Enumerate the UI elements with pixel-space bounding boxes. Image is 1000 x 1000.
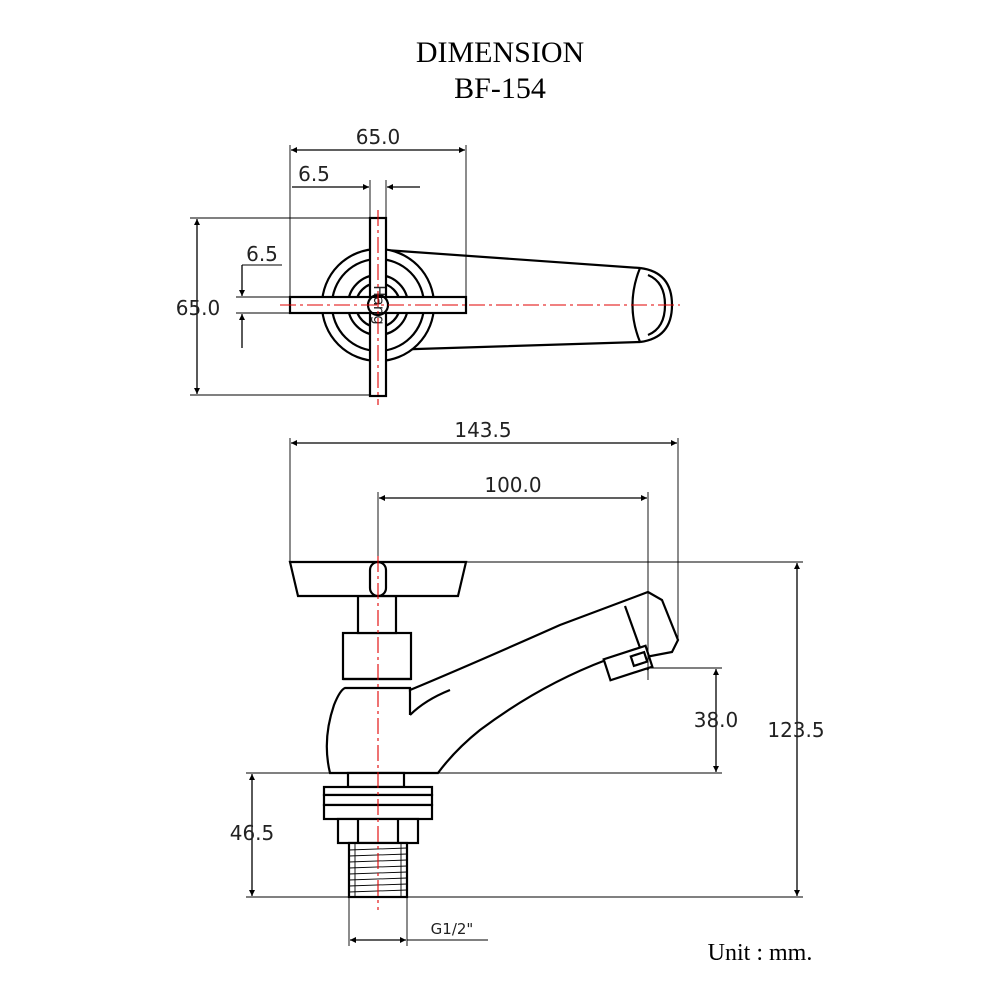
unit-label: Unit : mm. — [708, 940, 813, 966]
side-view-spout — [325, 590, 680, 775]
side-height-label: 123.5 — [767, 718, 824, 742]
model-number: BF-154 — [454, 72, 546, 105]
top-bar-width-label: 6.5 — [298, 162, 330, 186]
side-thread-size-label: G1/2" — [431, 920, 474, 938]
side-thread-size-dimension: G1/2" — [348, 897, 488, 946]
side-length-dimension: 143.5 — [289, 418, 679, 640]
side-view-bonnet — [341, 594, 413, 681]
top-width-dimension: 65.0 — [289, 125, 467, 297]
side-reach-label: 100.0 — [484, 473, 541, 497]
top-height-label: 65.0 — [176, 296, 221, 320]
top-width-label: 65.0 — [356, 125, 401, 149]
handle-logo: Hang — [370, 285, 388, 325]
side-spout-height-label: 38.0 — [694, 708, 739, 732]
top-bar-width-dimension: 6.5 — [292, 162, 420, 218]
side-reach-dimension: 100.0 — [377, 473, 649, 680]
side-thread-length-dimension: 46.5 — [230, 772, 349, 898]
drawing-title: DIMENSION — [416, 36, 584, 69]
side-view: 143.5 100.0 38.0 123.5 46.5 — [230, 418, 825, 946]
top-bar-height-label: 6.5 — [246, 242, 278, 266]
side-length-label: 143.5 — [454, 418, 511, 442]
side-spout-height-dimension: 38.0 — [432, 667, 739, 774]
top-bar-height-dimension: 6.5 — [236, 242, 290, 348]
top-height-dimension: 65.0 — [176, 217, 370, 396]
side-height-dimension: 123.5 — [407, 561, 825, 898]
top-view: Hang 65.0 6.5 6.5 — [176, 125, 680, 405]
side-thread-length-label: 46.5 — [230, 821, 275, 845]
